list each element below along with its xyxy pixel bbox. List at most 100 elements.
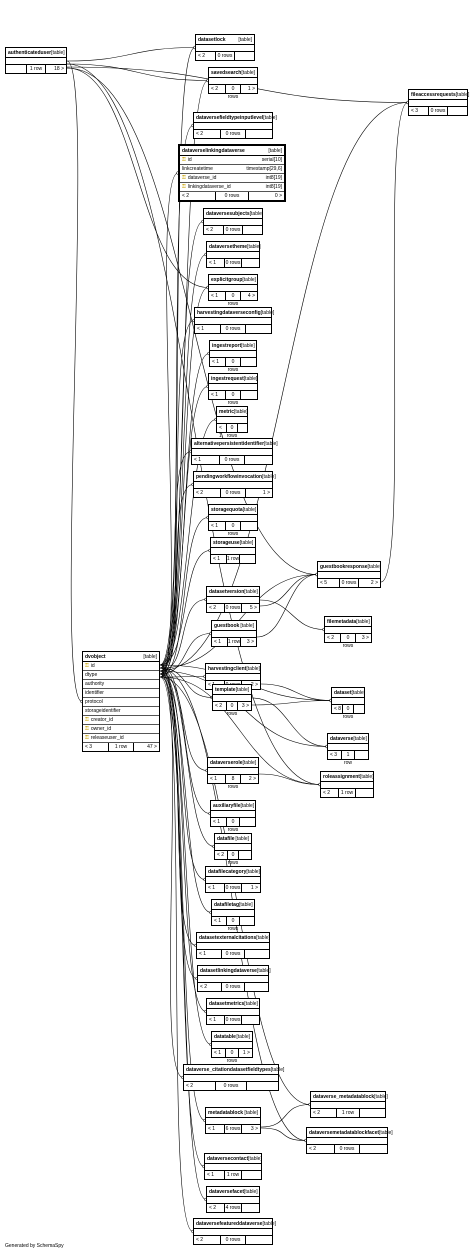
table-type-tag: [table] <box>235 835 249 842</box>
column-placeholder <box>208 768 258 775</box>
table-name: dataversecontact <box>207 1155 249 1162</box>
table-header: dataversefeatureddataverse[table] <box>194 1219 276 1229</box>
table-header: dataversetheme[table] <box>207 242 261 252</box>
table-type-tag: [table] <box>235 686 250 693</box>
table-header: datasetmetrics[table] <box>207 999 259 1009</box>
table-name: dataversefieldtypeinputlevel <box>196 114 264 121</box>
table-type-tag: [table] <box>242 276 257 283</box>
table-header: dataversefieldtypeinputlevel[table] <box>194 113 277 123</box>
table-dataverse-citationdatasetfieldtypes[interactable]: dataverse_citationdatasetfieldtypes[tabl… <box>183 1064 284 1091</box>
table-name: dataverselinkingdataverse <box>182 147 245 154</box>
children-count <box>448 107 467 115</box>
relationship-line <box>159 221 204 666</box>
column-row: dtype <box>83 671 159 680</box>
column-placeholder <box>207 1009 259 1016</box>
relationship-line <box>159 47 196 666</box>
row-count: 1 row <box>109 743 134 751</box>
table-header: dataset[table] <box>332 688 365 698</box>
row-count: 0 rows <box>225 259 242 267</box>
children-count <box>239 851 251 859</box>
table-header: dataversecontact[table] <box>205 1154 262 1164</box>
column-placeholder <box>211 548 255 555</box>
row-count: 0 rows <box>226 85 241 100</box>
relationship-line <box>159 676 194 1232</box>
column-placeholder <box>195 318 271 325</box>
table-type-tag: [table] <box>241 342 255 349</box>
parents-count: < 2 <box>194 130 221 138</box>
parents-count: < 2 <box>213 702 227 710</box>
table-header: datafile[table] <box>215 834 251 844</box>
row-count: 0 rows <box>335 1145 361 1153</box>
relationship-line <box>159 673 212 913</box>
parents-count: < 2 <box>180 192 216 200</box>
column-row: ⚿releaseuser_id <box>83 734 159 743</box>
table-type-tag: [table] <box>353 735 367 742</box>
column-type: int8[19] <box>265 184 282 190</box>
table-type-tag: [table] <box>262 473 276 480</box>
table-name: metric <box>219 408 235 415</box>
column-placeholder <box>205 1164 261 1171</box>
table-alternativepersistentidentifier[interactable]: alternativepersistentidentifier[table]< … <box>191 438 278 465</box>
relationship-line <box>159 633 212 675</box>
children-count <box>238 424 247 432</box>
parents-count: < 1 <box>195 325 222 333</box>
relationship-line <box>159 676 206 678</box>
table-name: datafiletag <box>214 901 240 908</box>
column-placeholder <box>198 976 268 983</box>
row-count: 0 rows <box>226 424 239 439</box>
children-count: 3 > <box>250 1126 258 1132</box>
relationship-line <box>159 664 211 814</box>
row-count: 1 row <box>226 555 241 563</box>
row-count: 0 rows <box>227 818 241 833</box>
table-header: dvobject[table] <box>83 652 159 662</box>
relationship-line <box>251 697 328 747</box>
parents-count: < 2 <box>215 851 228 859</box>
